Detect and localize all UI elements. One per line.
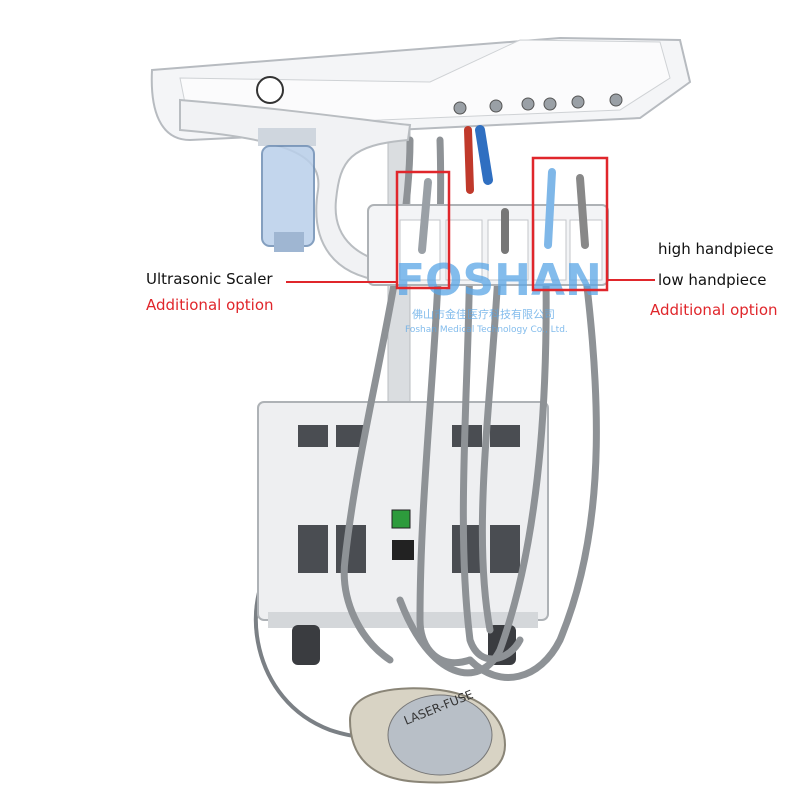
ultrasonic-scaler-highlight xyxy=(395,170,451,290)
bottle-arm xyxy=(179,98,412,284)
low-handpiece-label: low handpiece xyxy=(658,271,767,289)
watermark-brand: FOSHAN xyxy=(395,255,602,306)
handpiece-highlight xyxy=(531,156,609,292)
water-bottle xyxy=(258,128,316,252)
instruments xyxy=(418,125,589,254)
power-switch xyxy=(391,509,411,529)
watermark-company-cn: 佛山市金佳医疗科技有限公司 xyxy=(412,307,555,321)
ultrasonic-option-label: Additional option xyxy=(146,296,274,314)
control-knobs xyxy=(453,93,623,115)
foot-pedal: LASER-FUSE xyxy=(348,687,507,784)
watermark: FOSHAN 佛山市金佳医疗科技有限公司 Foshan Medical Tech… xyxy=(395,255,602,335)
compressor-box xyxy=(257,401,549,628)
handpiece-option-label: Additional option xyxy=(650,301,778,319)
high-handpiece-label: high handpiece xyxy=(658,240,774,258)
pressure-gauge xyxy=(256,76,284,104)
ultrasonic-scaler-label: Ultrasonic Scaler xyxy=(146,270,273,288)
watermark-company-en: Foshan Medical Technology Co., Ltd. xyxy=(405,325,568,335)
power-socket xyxy=(392,540,414,560)
